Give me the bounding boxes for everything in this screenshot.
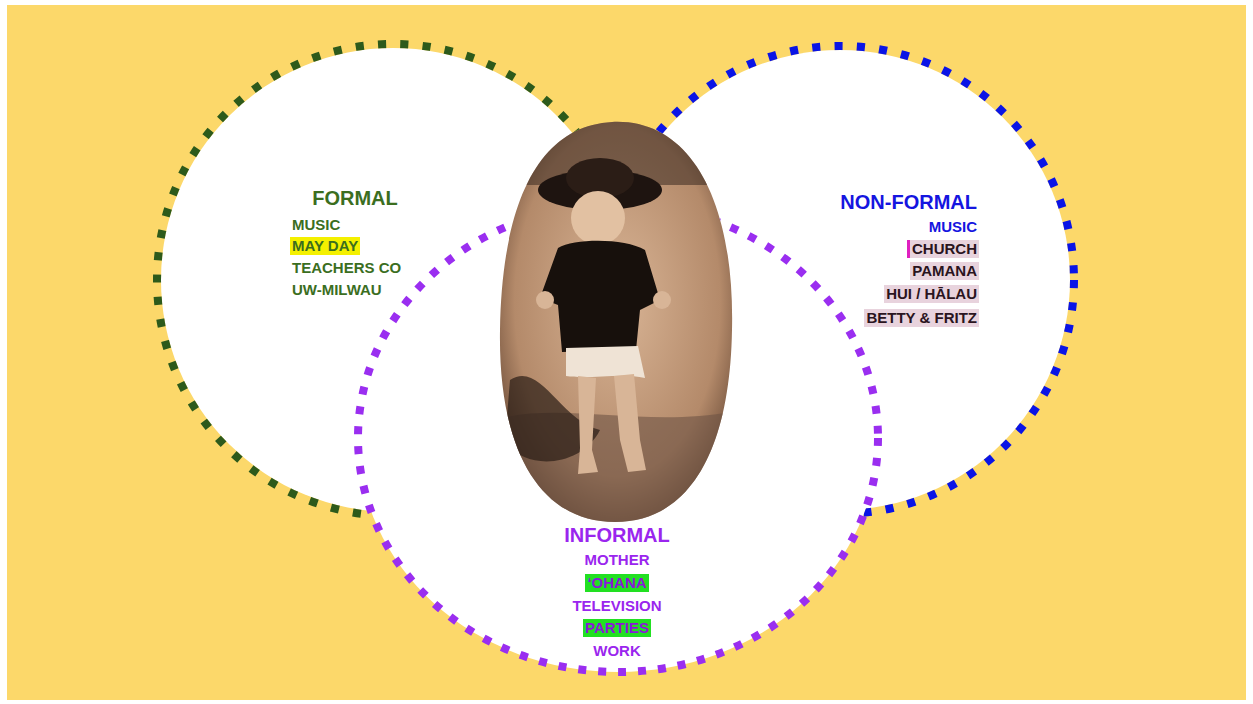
- list-item: PARTIES: [583, 619, 651, 636]
- dotted-outline: [161, 48, 625, 512]
- child-photo: [495, 115, 740, 530]
- non-formal-circle: NON-FORMAL MUSIC CHURCH PAMANA HUI / HĀLAU BE…: [598, 38, 1082, 522]
- list-item: TEACHERS CO: [290, 259, 403, 276]
- background-panel: [7, 5, 1246, 700]
- formal-circle: FORMAL MUSIC MAY DAY TEACHERS CO UW-MILWAU: [149, 36, 637, 524]
- list-item: MAY DAY: [290, 237, 360, 254]
- list-item: MUSIC: [927, 218, 979, 235]
- list-item: HUI / HĀLAU: [884, 285, 979, 302]
- dotted-outline: [358, 204, 878, 672]
- list-item: CHURCH: [907, 240, 979, 257]
- informal-ellipse: INFORMAL MOTHER ʻOHANA TELEVISION PARTIES WOR…: [346, 192, 890, 684]
- list-item: MOTHER: [583, 551, 652, 568]
- region-heading: INFORMAL: [562, 524, 672, 547]
- list-item: PAMANA: [910, 262, 979, 279]
- list-item: MUSIC: [290, 216, 342, 233]
- region-heading: NON-FORMAL: [838, 191, 979, 214]
- list-item: BETTY & FRITZ: [864, 309, 979, 326]
- node-outline: [598, 38, 1082, 522]
- node-outline: [149, 36, 637, 524]
- list-item: WORK: [591, 642, 643, 659]
- list-item: ʻOHANA: [585, 574, 648, 591]
- dotted-outline: [610, 50, 1070, 510]
- list-item: TELEVISION: [570, 597, 663, 614]
- list-item: UW-MILWAU: [290, 281, 384, 298]
- region-heading: FORMAL: [310, 187, 400, 210]
